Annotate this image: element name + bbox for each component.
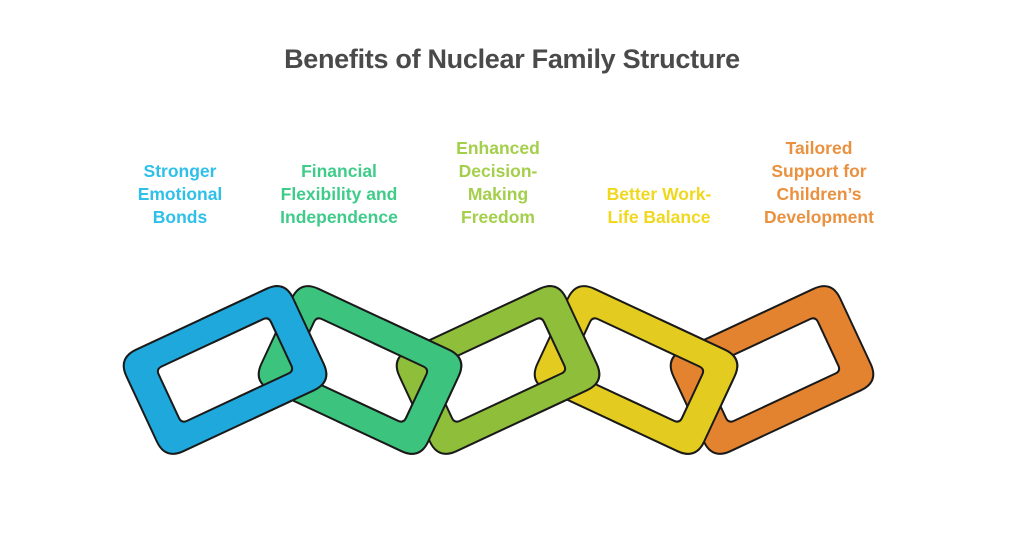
label-line: Independence [280,207,398,227]
label-line: Making [467,184,529,204]
label-stronger-emotional-bonds: Stronger Emotional Bonds [95,160,265,229]
label-line: Bonds [152,207,208,227]
label-line: Support for [771,161,867,181]
label-enhanced-decision-making: Enhanced Decision- Making Freedom [413,137,583,229]
label-financial-flexibility: Financial Flexibility and Independence [254,160,424,229]
label-line: Children’s [776,184,862,204]
label-line: Freedom [461,207,535,227]
label-tailored-support: Tailored Support for Children’s Developm… [734,137,904,229]
label-line: Enhanced [456,138,540,158]
label-line: Stronger [143,161,217,181]
label-line: Better Work- [606,184,712,204]
label-line: Tailored [785,138,853,158]
label-line: Development [764,207,874,227]
label-line: Financial [301,161,377,181]
label-line: Life Balance [607,207,711,227]
label-line: Emotional [137,184,223,204]
page-title: Benefits of Nuclear Family Structure [284,44,740,74]
label-better-work-life-balance: Better Work- Life Balance [574,183,744,229]
label-line: Decision- [458,161,538,181]
label-line: Flexibility and [280,184,398,204]
